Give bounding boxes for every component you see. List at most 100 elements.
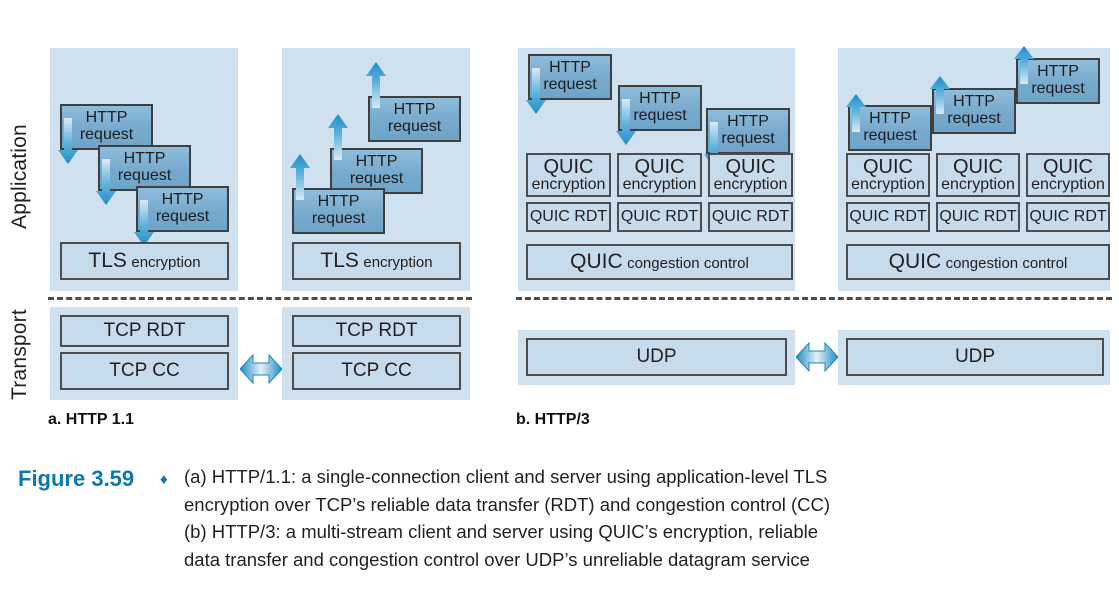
http-label-line2: request: [349, 170, 404, 187]
http-label-line1: HTTP: [549, 59, 591, 77]
quic-sublabel: encryption: [1031, 175, 1105, 193]
panel-b-client-udp: UDP: [526, 338, 787, 376]
tls-sublabel: encryption: [131, 254, 201, 272]
panel-a-client-tls-box: TLS encryption: [60, 242, 229, 280]
panel-b-server-arrow-up-1: [846, 92, 866, 132]
panel-a-server-tcp-cc: TCP CC: [292, 352, 461, 390]
tls-label: TLS: [320, 249, 359, 273]
panel-b-client-quic-rdt-3: QUIC RDT: [708, 202, 793, 232]
quic-sublabel: encryption: [941, 175, 1015, 193]
tls-label: TLS: [88, 249, 127, 273]
quic-sublabel: encryption: [531, 175, 606, 193]
http-label-line2: request: [79, 126, 134, 143]
panel-b-server-quic-encryption-2: QUIC encryption: [936, 153, 1020, 197]
panel-a-server-http-request-1: HTTP request: [368, 96, 461, 142]
panel-b-client-quic-encryption-3: QUIC encryption: [708, 153, 793, 197]
panel-a-client-arrow-down-2: [96, 159, 116, 207]
panel-a-client-http-request-3: HTTP request: [136, 186, 229, 232]
panel-a-client-arrow-down-1: [58, 118, 78, 166]
panel-b-server-quic-rdt-2: QUIC RDT: [936, 202, 1020, 232]
panel-b-server-quic-rdt-3: QUIC RDT: [1026, 202, 1110, 232]
http-label-line2: request: [1031, 80, 1085, 97]
quic-label: QUIC: [862, 156, 913, 179]
panel-a-client-tcp-rdt: TCP RDT: [60, 315, 229, 347]
panel-a-bidirectional-arrow: [240, 352, 282, 386]
panel-b-client-http-request-3: HTTP request: [706, 108, 790, 154]
tls-sublabel: encryption: [363, 254, 433, 272]
panel-b-client-http-request-2: HTTP request: [618, 85, 702, 131]
http-label-line1: HTTP: [85, 109, 128, 127]
http-label-line1: HTTP: [317, 193, 360, 211]
http-label-line1: HTTP: [953, 93, 995, 111]
quic-label: QUIC: [952, 156, 1003, 179]
subfigure-caption-a: a. HTTP 1.1: [48, 411, 134, 428]
panel-b-client-http-request-1: HTTP request: [528, 54, 612, 100]
http-label-line2: request: [721, 130, 775, 147]
http-label-line2: request: [387, 118, 442, 135]
panel-a-server-http-request-3: HTTP request: [292, 188, 385, 234]
http-label-line2: request: [947, 110, 1001, 127]
quic-label: QUIC: [543, 156, 594, 179]
quic-sublabel: congestion control: [627, 255, 749, 273]
quic-sublabel: encryption: [713, 175, 788, 193]
panel-b-client-quic-rdt-1: QUIC RDT: [526, 202, 611, 232]
panel-a-client-http-request-1: HTTP request: [60, 104, 153, 150]
panel-b-server-quic-rdt-1: QUIC RDT: [846, 202, 930, 232]
panel-a-client-tcp-cc: TCP CC: [60, 352, 229, 390]
quic-label: QUIC: [725, 156, 776, 179]
panel-a-server-tcp-rdt: TCP RDT: [292, 315, 461, 347]
panel-b-server-udp: UDP: [846, 338, 1104, 376]
quic-label: QUIC: [1042, 156, 1093, 179]
http-label-line1: HTTP: [727, 113, 769, 131]
http-label-line2: request: [633, 107, 687, 124]
quic-label: QUIC: [570, 250, 623, 274]
figure-diamond-icon: ♦: [160, 471, 168, 488]
figure-number: Figure 3.59: [18, 466, 135, 491]
panel-b-client-quic-congestion-control: QUIC congestion control: [526, 244, 793, 280]
panel-b-server-arrow-up-3: [1014, 44, 1034, 84]
http-label-line1: HTTP: [123, 150, 166, 168]
caption-line-2: encryption over TCP’s reliable data tran…: [184, 493, 831, 515]
panel-b-server-quic-encryption-1: QUIC encryption: [846, 153, 930, 197]
axis-label-transport: Transport: [8, 309, 31, 401]
panel-a-server-arrow-up-3: [290, 152, 310, 200]
caption-line-1: (a) HTTP/1.1: a single-connection client…: [184, 466, 828, 487]
http-label-line2: request: [155, 208, 210, 225]
caption-line-3: (b) HTTP/3: a multi-stream client and se…: [184, 521, 819, 542]
panel-b-server-arrow-up-2: [930, 74, 950, 114]
layer-divider-b: [516, 297, 1112, 300]
panel-b-client-arrow-down-1: [526, 68, 546, 116]
quic-sublabel: encryption: [622, 175, 697, 193]
panel-a-server-http-request-2: HTTP request: [330, 148, 423, 194]
axis-label-application: Application: [8, 124, 31, 230]
http-label-line1: HTTP: [639, 90, 681, 108]
quic-sublabel: congestion control: [945, 255, 1068, 273]
panel-b-server-quic-encryption-3: QUIC encryption: [1026, 153, 1110, 197]
http-label-line1: HTTP: [393, 101, 436, 119]
panel-b-bidirectional-arrow: [796, 340, 838, 374]
panel-a-server-arrow-up-2: [328, 112, 348, 160]
subfigure-caption-b: b. HTTP/3: [516, 411, 590, 428]
panel-a-server-arrow-up-1: [366, 60, 386, 108]
http-label-line1: HTTP: [869, 110, 911, 128]
http-label-line1: HTTP: [161, 191, 204, 209]
panel-a-client-arrow-down-3: [134, 200, 154, 248]
http-label-line1: HTTP: [355, 153, 398, 171]
figure-caption-text: (a) HTTP/1.1: a single-connection client…: [184, 463, 1104, 573]
panel-b-server-quic-congestion-control: QUIC congestion control: [846, 244, 1110, 280]
layer-divider-a: [48, 297, 472, 300]
panel-a-client-http-request-2: HTTP request: [98, 145, 191, 191]
panel-b-server-http-request-3: HTTP request: [1016, 58, 1100, 104]
panel-b-server-http-request-1: HTTP request: [848, 105, 932, 151]
quic-label: QUIC: [634, 156, 685, 179]
http-label-line2: request: [311, 210, 366, 227]
http-label-line2: request: [863, 127, 917, 144]
http-label-line2: request: [117, 167, 172, 184]
http-label-line1: HTTP: [1037, 63, 1079, 81]
panel-b-server-http-request-2: HTTP request: [932, 88, 1016, 134]
quic-label: QUIC: [888, 250, 942, 274]
caption-line-4: data transfer and congestion control ove…: [184, 548, 810, 570]
panel-b-client-quic-rdt-2: QUIC RDT: [617, 202, 702, 232]
panel-a-server-tls-box: TLS encryption: [292, 242, 461, 280]
